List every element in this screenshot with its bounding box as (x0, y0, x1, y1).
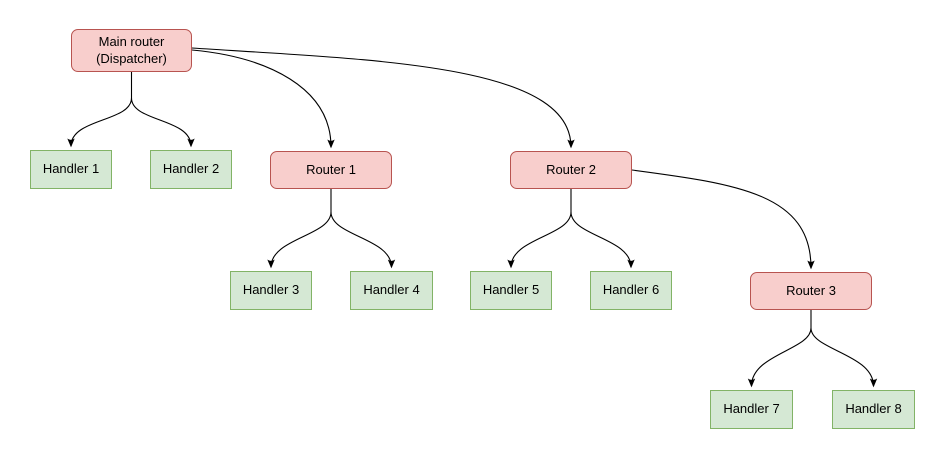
node-main-router: Main router (Dispatcher) (71, 29, 192, 72)
edge-main-to-router2 (191, 47, 575, 149)
node-handler-8: Handler 8 (832, 390, 915, 429)
edge-router2-to-router3 (631, 169, 815, 270)
node-router-2: Router 2 (510, 151, 632, 189)
node-router-3-label: Router 3 (786, 282, 836, 298)
node-handler-1: Handler 1 (30, 150, 112, 189)
edge-main-to-handler2 (130, 97, 195, 148)
node-router-1: Router 1 (270, 151, 392, 189)
node-handler-2: Handler 2 (150, 150, 232, 189)
node-handler-4: Handler 4 (350, 271, 433, 310)
node-handler-5: Handler 5 (470, 271, 552, 310)
node-handler-5-label: Handler 5 (482, 282, 540, 298)
edge-router1-to-handler3 (267, 189, 332, 269)
edge-router1-to-handler4 (330, 211, 396, 269)
node-router-3: Router 3 (750, 272, 872, 310)
node-handler-3-label: Handler 3 (242, 282, 300, 298)
node-handler-7-label: Handler 7 (723, 401, 780, 417)
node-handler-6-label: Handler 6 (602, 282, 660, 298)
node-handler-2-label: Handler 2 (162, 161, 220, 177)
edge-router2-to-handler6 (570, 211, 635, 269)
node-handler-1-label: Handler 1 (42, 161, 100, 177)
node-handler-8-label: Handler 8 (845, 401, 902, 417)
node-handler-4-label: Handler 4 (363, 282, 420, 298)
node-handler-6: Handler 6 (590, 271, 672, 310)
node-router-2-label: Router 2 (546, 161, 596, 177)
node-main-router-label-line1: Main router (98, 34, 165, 50)
node-main-router-label-line2: (Dispatcher) (96, 50, 167, 66)
node-handler-7: Handler 7 (710, 390, 793, 429)
node-handler-3: Handler 3 (230, 271, 312, 310)
edge-main-to-router1 (191, 49, 335, 149)
edge-router2-to-handler5 (507, 189, 572, 269)
edge-router3-to-handler7 (747, 310, 812, 388)
edge-main-to-handler1 (67, 72, 133, 148)
edge-router3-to-handler8 (810, 327, 878, 388)
node-router-1-label: Router 1 (306, 161, 356, 177)
